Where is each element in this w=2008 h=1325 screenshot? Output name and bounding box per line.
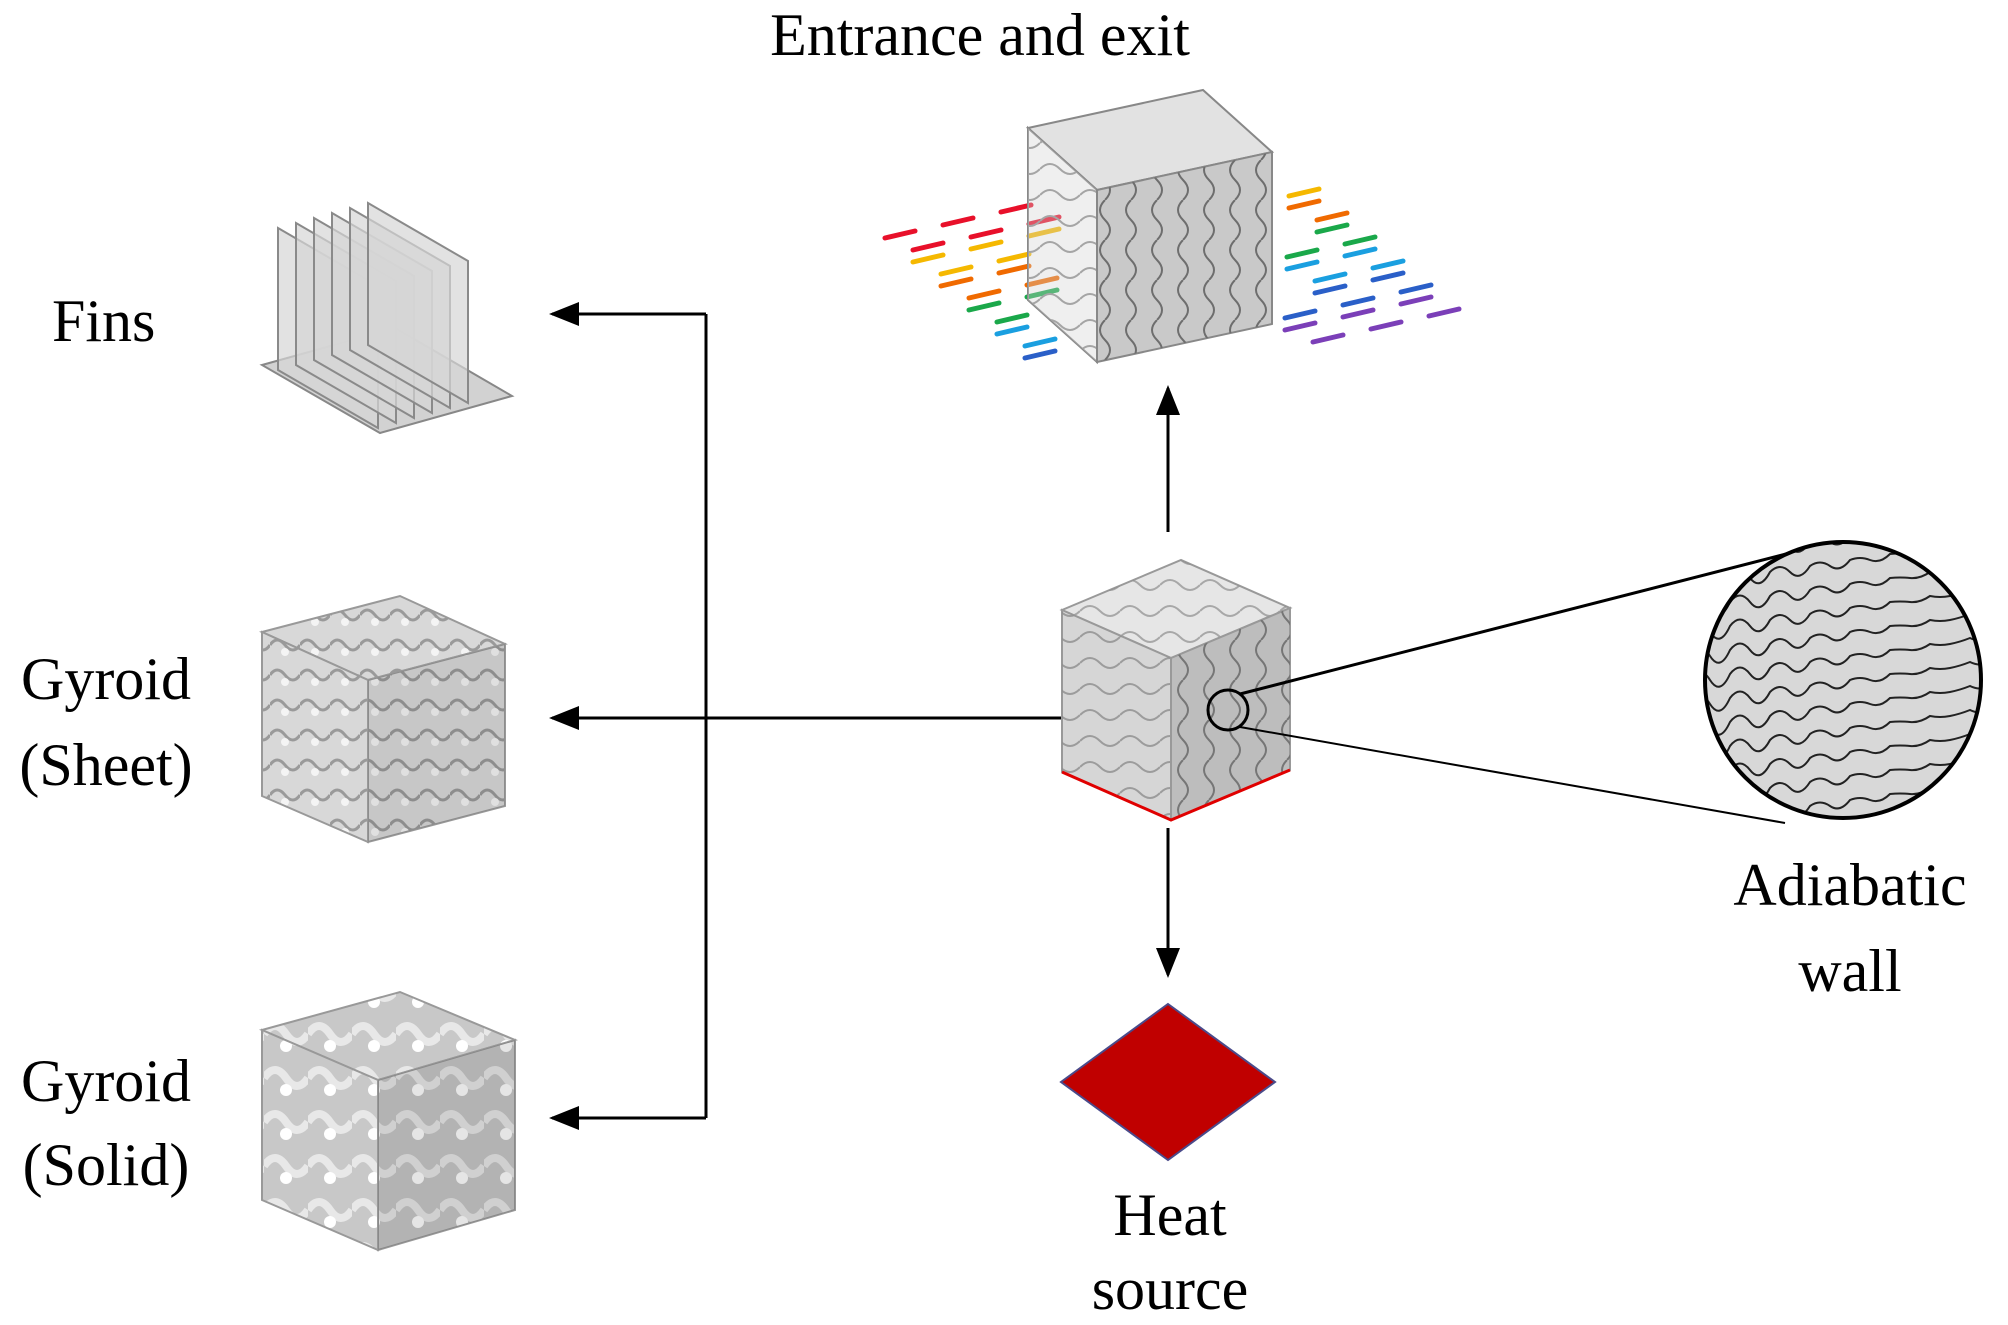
wavy-wall-line — [1705, 703, 1981, 760]
flow-streak — [1368, 319, 1404, 332]
label-entrance-exit: Entrance and exit — [770, 2, 1190, 68]
flow-streak — [1314, 210, 1350, 223]
flow-streak — [882, 228, 918, 241]
heat-source-shape — [1059, 1002, 1277, 1162]
connector-arrows — [549, 302, 1180, 1130]
flow-streak — [996, 251, 1032, 264]
flow-streak — [966, 288, 1002, 301]
entrance-exit-cube — [1025, 88, 1275, 365]
flow-streak — [938, 276, 974, 289]
flow-streak — [998, 202, 1034, 215]
flow-streak — [938, 264, 974, 277]
label-adiabatic-line1: Adiabatic — [1733, 852, 1967, 918]
flow-streak — [1314, 222, 1350, 235]
flow-streak — [994, 324, 1030, 337]
flow-streak — [1340, 295, 1376, 308]
gyroid-solid-image — [258, 990, 518, 1252]
wavy-wall-line — [1705, 655, 1981, 712]
flow-streak — [1284, 247, 1320, 260]
label-gyroid-solid-line2: (Solid) — [22, 1132, 190, 1198]
flow-streak — [1286, 186, 1322, 199]
heated-bottom-edge — [1061, 768, 1291, 822]
wavy-wall-line — [1705, 679, 1981, 736]
flow-streak — [1022, 336, 1058, 349]
label-adiabatic-line2: wall — [1798, 938, 1902, 1004]
flow-streak — [1282, 308, 1318, 321]
flow-streak — [968, 239, 1004, 252]
label-fins: Fins — [52, 288, 156, 354]
flow-streak — [1342, 246, 1378, 259]
flow-streak — [966, 300, 1002, 313]
flow-streak — [1398, 294, 1434, 307]
flow-streak — [1312, 283, 1348, 296]
flow-streak — [910, 252, 946, 265]
flow-streak — [968, 227, 1004, 240]
flow-streak — [1282, 320, 1318, 333]
flow-streak — [1370, 258, 1406, 271]
flow-streak — [1286, 198, 1322, 211]
wavy-wall-line — [1705, 631, 1981, 688]
label-gyroid-sheet-line2: (Sheet) — [19, 732, 193, 798]
wavy-wall-line — [1705, 727, 1981, 784]
flow-streak — [1398, 282, 1434, 295]
flow-streak — [1426, 306, 1462, 319]
fins-image — [259, 201, 515, 435]
label-heat-line1: Heat — [1113, 1182, 1227, 1248]
label-gyroid-sheet-line1: Gyroid — [21, 646, 191, 712]
gyroid-sheet-image — [259, 594, 508, 844]
flow-streak — [1370, 270, 1406, 283]
flow-streak — [1284, 259, 1320, 272]
flow-streak — [940, 215, 976, 228]
label-gyroid-solid-line1: Gyroid — [21, 1048, 191, 1114]
flow-streak — [1312, 271, 1348, 284]
fin-plate — [367, 201, 469, 405]
flow-streak — [996, 263, 1032, 276]
wavy-wall-line — [1705, 607, 1981, 664]
label-heat-line2: source — [1091, 1256, 1249, 1322]
flow-streak — [1022, 348, 1058, 361]
flow-streak — [1342, 234, 1378, 247]
flow-streak — [1310, 332, 1346, 345]
center-gyroid-cube — [1059, 558, 1293, 822]
flow-streak — [1340, 307, 1376, 320]
zoom-callout — [1206, 540, 1983, 824]
flow-streak — [910, 240, 946, 253]
flow-streak — [994, 312, 1030, 325]
